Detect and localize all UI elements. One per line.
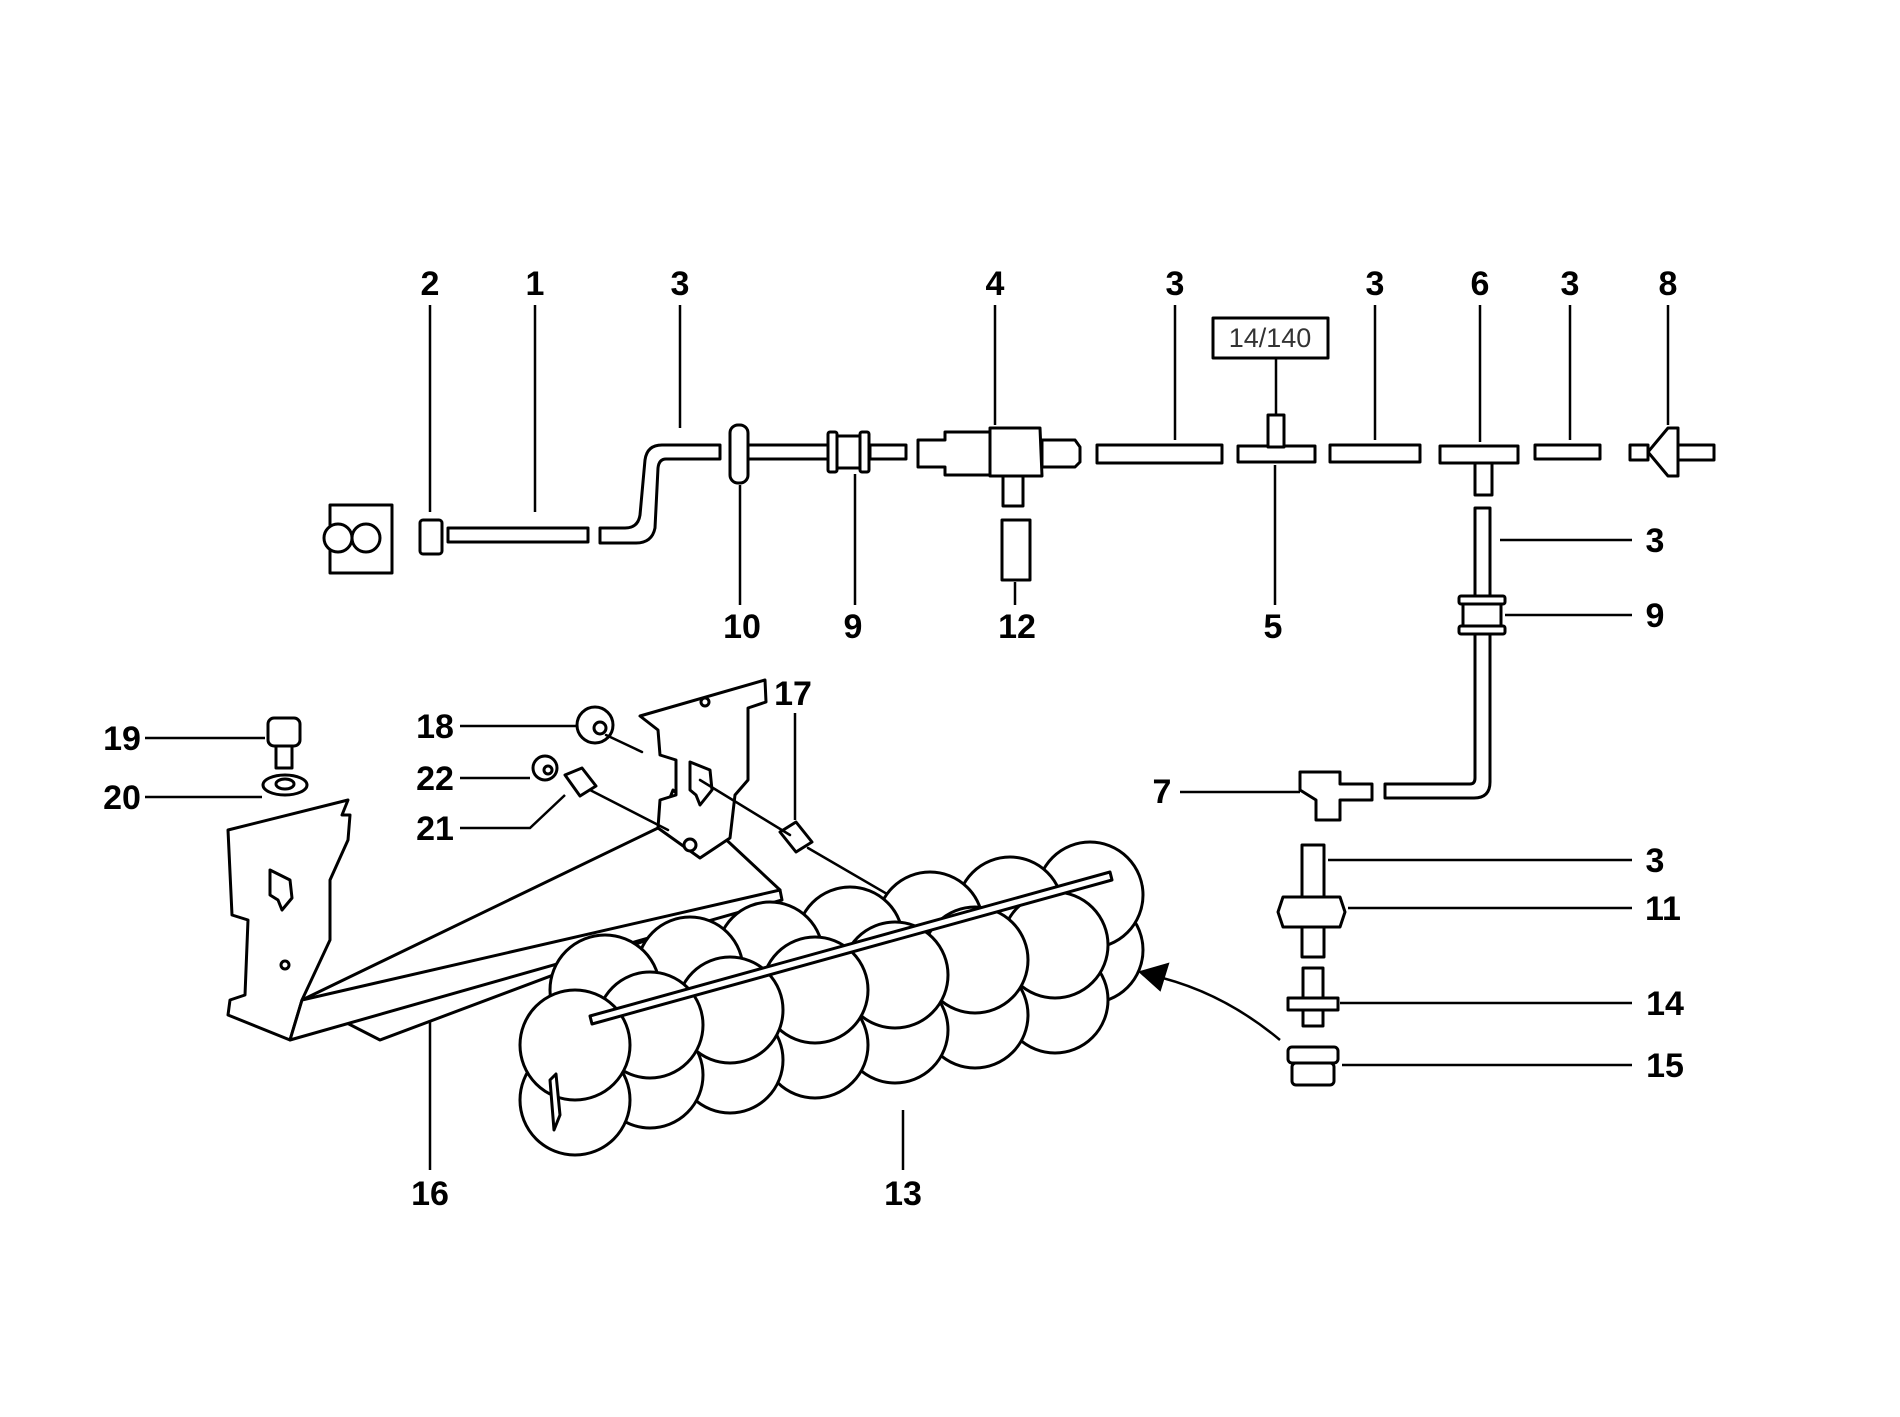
callout-3: 3 — [1166, 265, 1185, 303]
part-3-hose — [1300, 843, 1326, 905]
part-7-elbow — [1298, 770, 1374, 822]
callout-9: 9 — [1646, 597, 1665, 635]
part-3-hose — [1095, 443, 1224, 465]
callout-2: 2 — [421, 265, 440, 303]
callout-15: 15 — [1646, 1047, 1684, 1085]
callout-8: 8 — [1659, 265, 1678, 303]
part-17-spacer — [778, 820, 814, 854]
part-19-bolt — [266, 716, 302, 770]
leader-lines — [145, 305, 1670, 1170]
part-10-clip — [728, 423, 750, 485]
part-3-bent-hose — [598, 443, 722, 545]
part-4-valve — [916, 426, 1082, 508]
callout-18: 18 — [416, 708, 454, 746]
callout-3: 3 — [1561, 265, 1580, 303]
callout-14: 14 — [1646, 985, 1684, 1023]
part-21-spacer — [563, 766, 598, 798]
callout-3: 3 — [1646, 842, 1665, 880]
callout-10: 10 — [723, 608, 761, 646]
part-6-t-connector — [1438, 444, 1520, 497]
part-12-cap — [1000, 518, 1032, 582]
part-9-connector — [1457, 594, 1507, 636]
assembly-arrow — [1137, 962, 1281, 1041]
callout-21: 21 — [416, 810, 454, 848]
part-9-connector — [826, 430, 871, 474]
callout-11: 11 — [1645, 890, 1681, 928]
callout-13: 13 — [884, 1175, 922, 1213]
callout-22: 22 — [416, 760, 454, 798]
part-18-nut — [575, 705, 615, 745]
pipe-assembly: 14/140 — [322, 316, 1716, 582]
callout-3: 3 — [671, 265, 690, 303]
callout-19: 19 — [103, 720, 141, 758]
part-15-grommet — [1286, 1045, 1340, 1087]
callout-16: 16 — [411, 1175, 449, 1213]
callout-20: 20 — [103, 779, 141, 817]
part-11-valve — [1276, 895, 1347, 959]
callout-7: 7 — [1153, 773, 1172, 811]
callout-3: 3 — [1646, 522, 1665, 560]
callout-5: 5 — [1264, 608, 1283, 646]
part-5-t-connector — [1236, 413, 1317, 464]
callout-17: 17 — [774, 675, 812, 713]
callout-6: 6 — [1471, 265, 1490, 303]
part-22-washer — [531, 754, 559, 782]
part-13-canister — [518, 840, 1145, 1157]
callout-3: 3 — [1366, 265, 1385, 303]
callout-labels: 2 1 3 4 3 3 6 3 8 10 9 12 5 3 9 7 3 11 1… — [103, 265, 1684, 1213]
part-2-nut — [418, 518, 444, 556]
part-14-nipple — [1286, 966, 1340, 1028]
callout-9: 9 — [844, 608, 863, 646]
callout-4: 4 — [986, 265, 1005, 303]
mounting-plate — [322, 503, 394, 575]
part-20-washer — [261, 773, 309, 797]
part-3-hose — [1533, 443, 1602, 461]
vertical-branch — [1276, 506, 1507, 1087]
part-1-tube — [446, 526, 590, 544]
reference-box-label: 14/140 — [1229, 323, 1312, 353]
part-8-filter — [1628, 426, 1716, 478]
callout-12: 12 — [998, 608, 1036, 646]
part-3-hose — [1328, 443, 1422, 464]
callout-1: 1 — [526, 265, 545, 303]
reference-box — [1211, 316, 1330, 360]
